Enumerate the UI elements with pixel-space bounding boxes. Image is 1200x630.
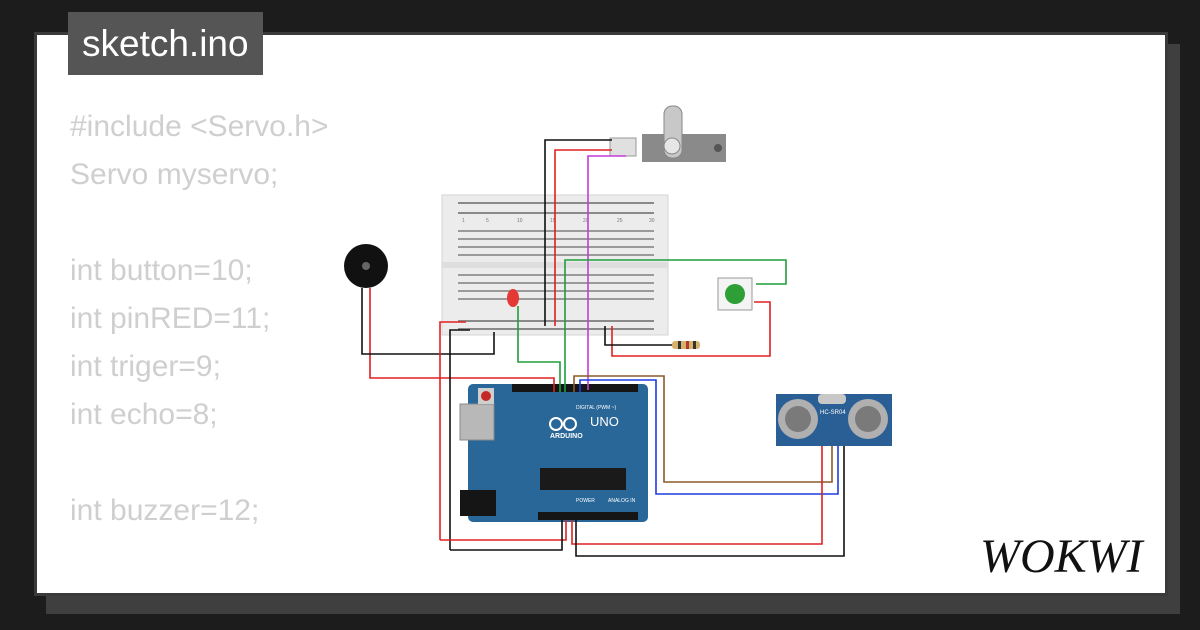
red-led: [507, 289, 519, 307]
code-preview: #include <Servo.h> Servo myservo; int bu…: [70, 103, 329, 593]
breadboard-number: 15: [550, 218, 556, 224]
wokwi-logo-text: WOKWI: [980, 530, 1145, 582]
board-model-label: UNO: [590, 414, 619, 429]
code-line: Servo myservo;: [70, 158, 279, 191]
ultrasonic-sensor: HC-SR04: [776, 394, 892, 446]
code-line: int echo=8;: [70, 398, 218, 431]
sensor-model-label: HC-SR04: [820, 410, 846, 416]
analog-header-label: ANALOG IN: [608, 498, 636, 504]
wokwi-logo: WOKWI: [980, 530, 1145, 582]
code-line: int buzzer=12;: [70, 494, 260, 527]
servo-motor: [609, 105, 726, 162]
push-button: [717, 277, 753, 311]
breadboard-number: 5: [486, 218, 489, 224]
breadboard-number: 25: [617, 218, 623, 224]
resistor: [672, 341, 700, 349]
breadboard-number: 20: [583, 218, 589, 224]
breadboard-number: 1: [462, 218, 465, 224]
breadboard-number: 10: [517, 218, 523, 224]
power-header-label: POWER: [576, 498, 595, 504]
board-brand-label: ARDUINO: [550, 433, 583, 440]
code-line: int button=10;: [70, 254, 253, 287]
breadboard-number: 30: [649, 218, 655, 224]
file-tab[interactable]: sketch.ino: [68, 12, 263, 75]
code-line: int pinRED=11;: [70, 302, 271, 335]
wires: [361, 139, 845, 557]
code-line: int triger=9;: [70, 350, 221, 383]
code-line: #include <Servo.h>: [70, 110, 329, 143]
digital-header-label: DIGITAL (PWM ~): [576, 405, 616, 411]
arduino-uno: UNO ARDUINO DIGITAL (PWM ~) POWER ANALOG…: [459, 384, 648, 522]
buzzer: [344, 244, 388, 288]
code-line: }: [70, 583, 329, 593]
